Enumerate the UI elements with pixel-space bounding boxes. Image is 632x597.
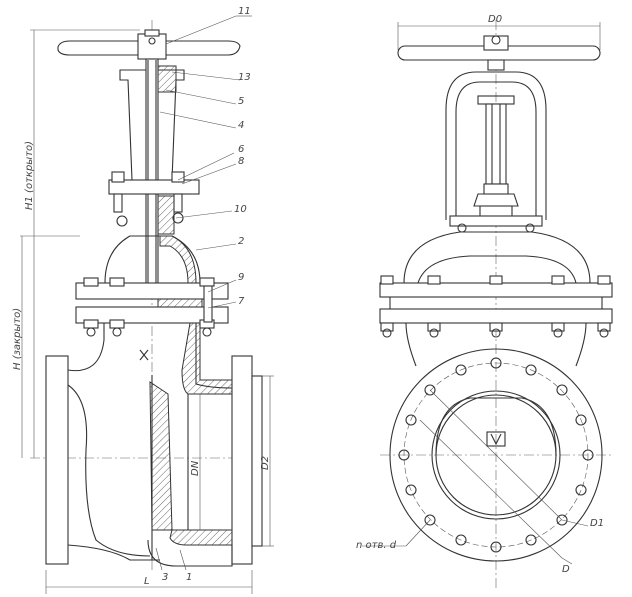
callout-13: 13 <box>238 72 251 83</box>
callout-6: 6 <box>238 144 244 155</box>
bonnet-side <box>75 235 229 337</box>
callout-leaders <box>155 15 252 571</box>
dim-h-label: H (закрыто) <box>12 308 23 370</box>
callout-10: 10 <box>234 204 247 215</box>
dim-holes-label: n отв. d <box>356 540 397 551</box>
dim-d-label: D <box>562 564 570 575</box>
dim-d2-label: D2 <box>260 456 271 470</box>
dim-dn-label: DN <box>190 460 201 476</box>
dim-l-label: L <box>144 576 150 587</box>
dim-h1-label: H1 (открыто) <box>24 141 35 210</box>
left-dimensions <box>20 29 274 594</box>
callout-3: 3 <box>162 572 168 583</box>
handwheel-front <box>397 35 601 71</box>
handwheel-side <box>57 29 241 60</box>
gland-bolts <box>108 171 200 235</box>
callout-2: 2 <box>238 236 244 247</box>
section-view: 11 13 5 4 6 8 10 2 9 7 3 1 H1 (открыто) … <box>12 6 274 594</box>
flange-bolts-front <box>380 275 611 338</box>
callout-9: 9 <box>238 272 244 283</box>
body-neck-front <box>405 322 587 367</box>
dim-d0-label: D0 <box>488 14 502 25</box>
yoke-side <box>119 58 185 290</box>
valve-body-side <box>45 322 263 567</box>
callout-8: 8 <box>238 156 244 167</box>
dim-d1-label: D1 <box>590 518 604 529</box>
bonnet-front <box>379 231 613 324</box>
callout-4: 4 <box>238 120 244 131</box>
callout-7: 7 <box>238 296 245 307</box>
yoke-front <box>445 71 547 233</box>
callout-5: 5 <box>238 96 244 107</box>
round-flange-front <box>362 348 603 565</box>
callout-1: 1 <box>186 572 192 583</box>
callout-11: 11 <box>238 6 251 17</box>
front-view: D0 <box>356 14 613 590</box>
